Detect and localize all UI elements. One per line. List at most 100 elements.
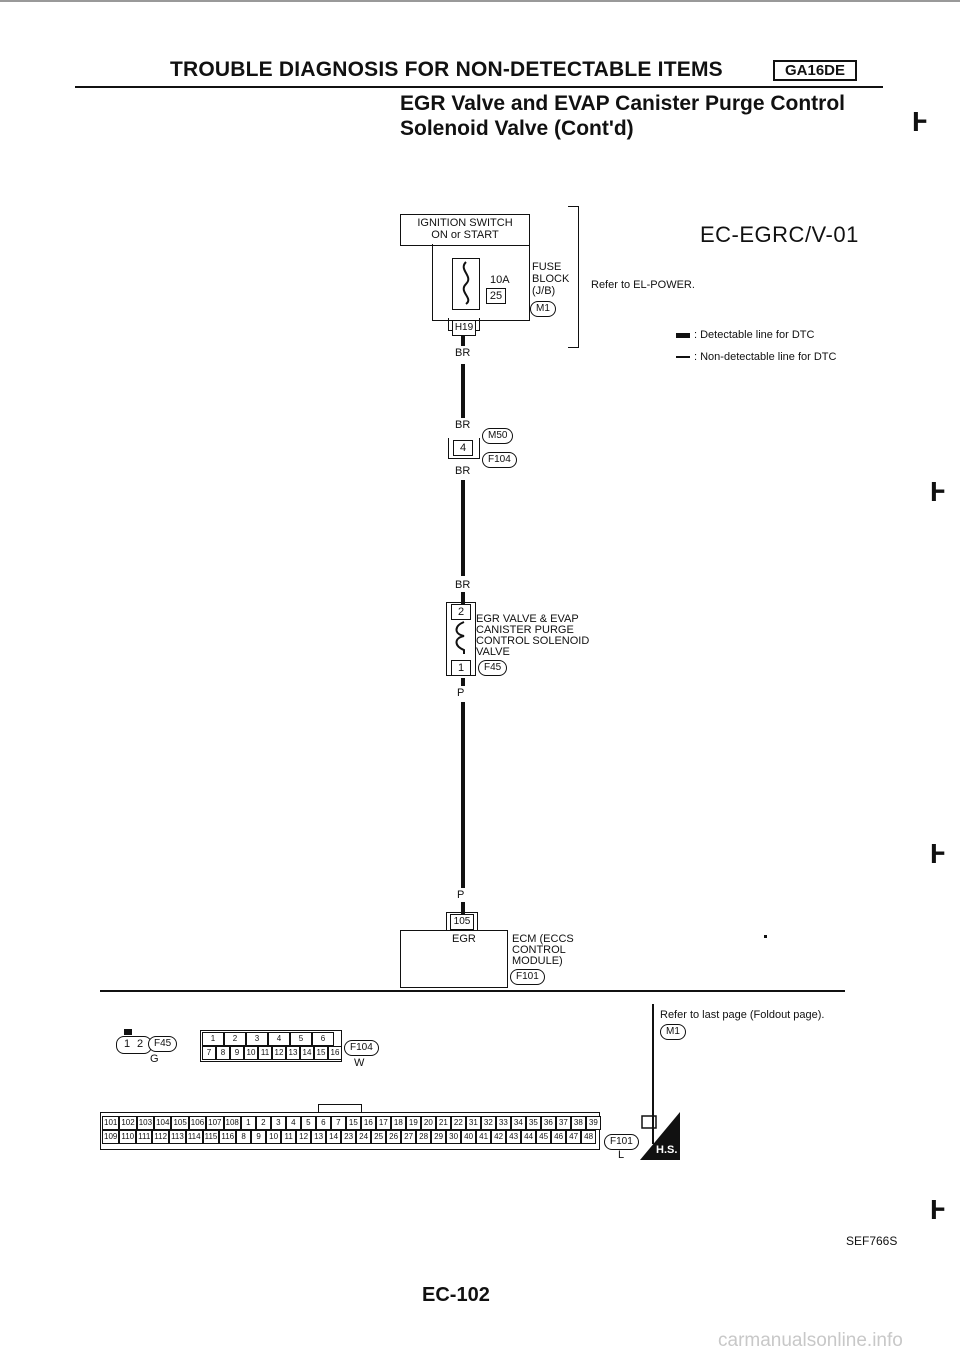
junction-bracket: [448, 438, 480, 459]
f101-bottom-pin: 24: [356, 1130, 372, 1144]
f101-bottom-pin: 41: [476, 1130, 492, 1144]
f101-bottom-pin: 12: [296, 1130, 312, 1144]
top-rule: [0, 0, 960, 2]
valve-label-4: VALVE: [476, 646, 510, 658]
f101-top-pin: 21: [435, 1116, 451, 1130]
f101-top-pin: 106: [188, 1116, 207, 1130]
connector-f104: F104: [482, 452, 517, 468]
f104-top-pin: 1: [202, 1032, 224, 1046]
ignition-switch-label: IGNITION SWITCH: [417, 217, 513, 229]
f101-top-pin: 4: [285, 1116, 301, 1130]
f101-bottom-pin: 114: [185, 1130, 203, 1144]
f104-bottom-pin: 8: [216, 1046, 230, 1060]
f101-bottom-pin: 116: [219, 1130, 237, 1144]
f101-top-pin: 15: [345, 1116, 361, 1130]
wire-label-p-2: P: [457, 889, 465, 901]
wire-label-p-1: P: [457, 687, 465, 699]
f101-bottom-pin: 43: [506, 1130, 522, 1144]
wire-label-br-2: BR: [455, 419, 471, 431]
diagram-code: EC-EGRC/V-01: [700, 222, 859, 247]
f101-bottom-pin: 48: [581, 1130, 597, 1144]
fuse-icon: [462, 261, 470, 305]
valve-label-1: EGR VALVE & EVAP: [476, 613, 579, 625]
refer-last-connector-m1: M1: [660, 1024, 686, 1040]
f104-bottom-pin: 11: [258, 1046, 272, 1060]
connector-m50: M50: [482, 428, 514, 444]
fuse-box: [452, 258, 480, 310]
ecm-pin-105: 105: [450, 914, 474, 930]
f101-top-pin: 36: [540, 1116, 556, 1130]
f101-top-pin: 35: [525, 1116, 541, 1130]
f101-bottom-pin: 115: [202, 1130, 220, 1144]
valve-pin-2: 2: [451, 604, 471, 620]
f101-label: F101: [604, 1134, 639, 1150]
f101-bottom-pin: 11: [281, 1130, 297, 1144]
f101-bottom-pin: 14: [326, 1130, 342, 1144]
h19-pin: H19: [452, 320, 476, 336]
f101-top-pin: 16: [360, 1116, 376, 1130]
section-subtitle-line1: EGR Valve and EVAP Canister Purge Contro…: [400, 92, 846, 115]
f101-bottom-pin: 45: [536, 1130, 552, 1144]
page-number: EC-102: [422, 1284, 490, 1306]
valve-label-3: CONTROL SOLENOID: [476, 635, 590, 647]
wire-label-br-3: BR: [455, 465, 471, 477]
f101-top-pin: 18: [390, 1116, 406, 1130]
refer-last-rule: [652, 1004, 654, 1144]
f104-bottom-pin: 7: [202, 1046, 216, 1060]
fuse-amperage: 10A: [490, 274, 510, 286]
f101-top-pin: 20: [420, 1116, 436, 1130]
f101-top-pin: 34: [510, 1116, 526, 1130]
f101-bottom-pin: 44: [521, 1130, 537, 1144]
binding-mark-3: Ⱶ: [930, 838, 946, 869]
f101-top-pin: 1: [240, 1116, 256, 1130]
f45-label: F45: [148, 1036, 178, 1052]
f101-top-pin: 102: [119, 1116, 137, 1130]
fuse-block-label-3: (J/B): [532, 285, 556, 297]
f101-top-pin: 39: [585, 1116, 601, 1130]
f104-bottom-pin: 13: [286, 1046, 300, 1060]
wire-p-segment-1: [461, 678, 465, 686]
f45-key: [124, 1029, 132, 1035]
ecm-connector-f101: F101: [510, 969, 545, 985]
wire-br-segment-1: [461, 336, 465, 346]
f101-top-pin: 108: [223, 1116, 241, 1130]
f101-color: L: [618, 1149, 625, 1161]
f101-bottom-pin: 109: [102, 1130, 120, 1144]
f104-top-pin: 3: [246, 1032, 268, 1046]
connector-section-rule: [100, 990, 845, 992]
f104-bottom-pin: 14: [300, 1046, 314, 1060]
f104-top-pin: 6: [312, 1032, 334, 1046]
wire-p-segment-2: [461, 702, 465, 888]
f101-bottom-pin: 9: [251, 1130, 267, 1144]
watermark: carmanualsonline.info: [718, 1330, 903, 1351]
ecm-box: [400, 930, 508, 988]
binding-mark-2: Ⱶ: [930, 476, 946, 507]
wire-br-segment-2: [461, 364, 465, 418]
ecm-label-1: ECM (ECCS: [512, 933, 574, 945]
f101-top-pin: 3: [270, 1116, 286, 1130]
refer-bracket: [568, 206, 579, 348]
ecm-egr-label: EGR: [452, 933, 476, 945]
f101-bottom-pin: 13: [311, 1130, 327, 1144]
f101-top-pin: 31: [465, 1116, 481, 1130]
valve-label-2: CANISTER PURGE: [476, 624, 574, 636]
f101-bottom-pin: 25: [371, 1130, 387, 1144]
engine-tag: GA16DE: [773, 60, 858, 81]
f101-top-pin: 37: [555, 1116, 571, 1130]
f45-pin-2: 2: [137, 1038, 144, 1050]
f101-bottom-pin: 112: [152, 1130, 170, 1144]
hs-label: H.S.: [656, 1144, 678, 1156]
f104-top-pin: 4: [268, 1032, 290, 1046]
f101-bottom-pin: 10: [266, 1130, 282, 1144]
f104-color: W: [354, 1057, 365, 1069]
legend-nondetect-text: : Non-detectable line for DTC: [694, 351, 837, 363]
section-subtitle-line2: Solenoid Valve (Cont'd): [400, 117, 634, 140]
f101-bottom-pin: 28: [416, 1130, 432, 1144]
ecm-pin-bracket: [446, 912, 478, 931]
ignition-switch-state: ON or START: [431, 229, 499, 241]
f101-bottom-pin: 8: [236, 1130, 252, 1144]
refer-last-note: Refer to last page (Foldout page).: [660, 1009, 825, 1021]
